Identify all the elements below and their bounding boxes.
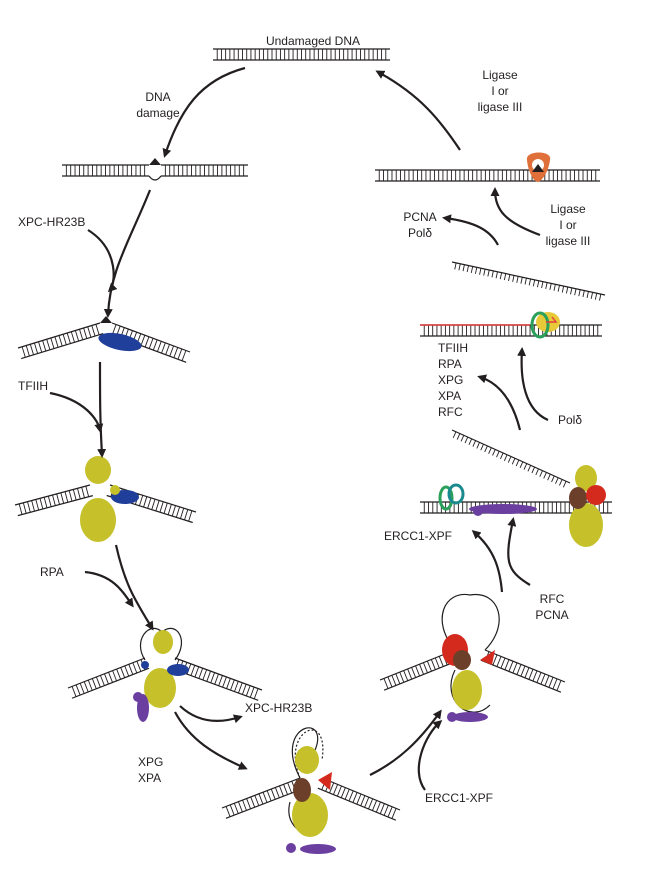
label-dna-damage-2: damage — [136, 106, 180, 120]
label-ligase-in-2: I or — [559, 218, 576, 232]
label-release-tfiih: TFIIH — [438, 341, 468, 355]
label-pold-in: Polδ — [558, 413, 582, 427]
preincision-complex — [286, 727, 336, 854]
dna-duplexes — [14, 48, 612, 821]
dna-rpa-right — [170, 657, 263, 701]
label-xpg: XPG — [138, 755, 163, 769]
label-ercc1-xpf-out: ERCC1-XPF — [384, 529, 452, 543]
labels: Undamaged DNA DNA damage XPC-HR23B TFIIH… — [18, 34, 590, 805]
dna-tfiih-right — [106, 484, 197, 524]
dna-xpg-left — [221, 777, 305, 819]
label-xpc-hr23b-out: XPC-HR23B — [245, 701, 312, 715]
pathway-arrows — [49, 66, 549, 791]
dna-released-oligo — [451, 261, 606, 301]
xpc-hr23b-complex — [98, 316, 142, 352]
label-release-xpg: XPG — [438, 373, 463, 387]
gap-filling-complex — [438, 465, 606, 547]
label-ercc1-xpf-in: ERCC1-XPF — [425, 791, 493, 805]
damage-lesion — [148, 158, 162, 181]
label-pcna-out: PCNA — [403, 210, 436, 224]
label-ligase-in-1: Ligase — [550, 202, 586, 216]
label-release-xpa: XPA — [438, 389, 461, 403]
dna-damaged-right — [161, 164, 248, 177]
label-pold-out: Polδ — [408, 226, 432, 240]
label-ligase-in-3: ligase III — [546, 234, 591, 248]
open-complex-rpa — [133, 627, 189, 722]
incision-complex — [441, 593, 500, 722]
dna-tfiih-left — [14, 484, 93, 517]
dna-excised-oligo — [451, 429, 571, 488]
label-undamaged-dna: Undamaged DNA — [266, 34, 360, 48]
label-dna-damage-1: DNA — [145, 90, 170, 104]
dna-synthesis — [420, 324, 602, 337]
dna-rpa-left — [67, 657, 150, 699]
synthesis-complex — [420, 311, 560, 339]
label-xpa: XPA — [138, 771, 161, 785]
dna-ligation — [375, 169, 600, 182]
dna-bent-left — [17, 322, 104, 360]
label-tfiih-in: TFIIH — [18, 379, 48, 393]
label-xpc-hr23b-in: XPC-HR23B — [18, 215, 85, 229]
label-release-rfc: RFC — [438, 405, 463, 419]
dna-undamaged — [213, 48, 390, 61]
label-rfc: RFC — [540, 592, 565, 606]
label-release-rpa: RPA — [438, 357, 462, 371]
label-ligase-out-3: ligase III — [478, 100, 523, 114]
label-ligase-out-2: I or — [491, 84, 508, 98]
label-rpa-in: RPA — [40, 565, 64, 579]
label-pcna: PCNA — [535, 608, 568, 622]
tfiih-xpc-complex — [80, 456, 139, 542]
dna-damaged-left — [62, 164, 149, 177]
label-ligase-out-1: Ligase — [482, 68, 518, 82]
ligase-complex — [526, 152, 551, 182]
